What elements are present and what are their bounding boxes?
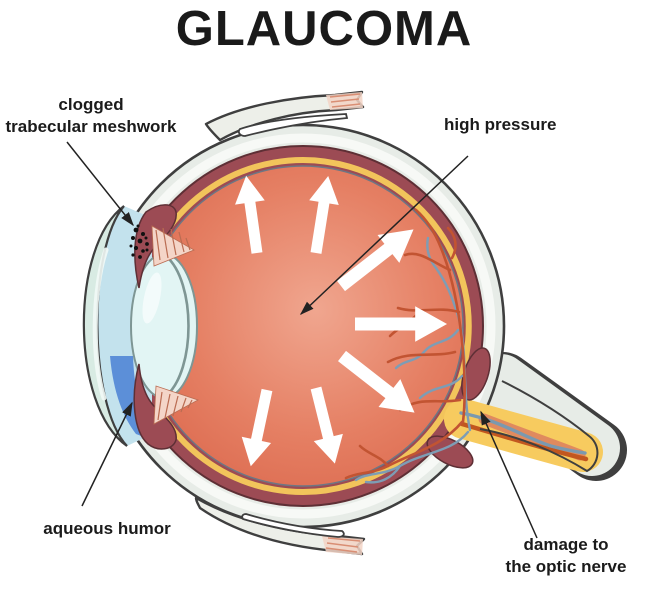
artery-branch	[358, 444, 390, 468]
artery-branch	[403, 252, 452, 272]
retinal-vessels	[344, 208, 472, 484]
optic-nerve-inner-outline	[479, 380, 599, 473]
vein-branch	[422, 328, 460, 354]
zonule-fibers-bottom	[153, 385, 199, 425]
artery-branch	[386, 350, 457, 364]
vein-branch	[418, 374, 464, 400]
extraocular-muscles	[194, 90, 366, 556]
label-high-pressure: high pressure	[444, 114, 584, 136]
zonule-lines	[155, 227, 191, 261]
label-line: trabecular meshwork	[5, 116, 177, 136]
zonule-fibers-top	[151, 225, 195, 267]
label-line: high pressure	[444, 115, 557, 134]
artery-branch	[446, 226, 457, 260]
pointer-aqueous-humor	[81, 401, 133, 507]
zonule-lines	[157, 391, 193, 421]
inferior-muscle-gap	[241, 513, 345, 538]
page-title: GLAUCOMA	[175, 2, 473, 56]
artery-branch	[396, 306, 461, 314]
lens-edge-shade	[165, 255, 190, 397]
anterior-segment	[82, 204, 199, 450]
iris-bottom	[133, 363, 177, 450]
artery-branches	[344, 208, 466, 480]
vein-branch	[426, 236, 438, 270]
superior-muscle-striations	[329, 93, 361, 108]
pointer-high-pressure	[299, 155, 469, 316]
inferior-muscle-striations	[325, 537, 361, 553]
label-line: the optic nerve	[505, 556, 627, 576]
cornea-highlight	[92, 247, 109, 401]
label-damage-optic-nerve: damage to the optic nerve	[486, 534, 646, 578]
central-retinal-artery	[459, 421, 589, 462]
label-line: aqueous humor	[43, 519, 171, 538]
label-aqueous-humor: aqueous humor	[22, 518, 192, 540]
pointer-clogged-meshwork	[66, 141, 134, 227]
retina-layer	[156, 157, 472, 495]
label-pointers	[66, 141, 538, 539]
label-line: damage to	[523, 535, 609, 554]
pointer-damage-optic-nerve	[480, 410, 538, 539]
vein-branch	[364, 464, 402, 484]
superior-muscle-gap	[237, 113, 349, 137]
clogged-meshwork-stipple	[129, 224, 149, 259]
label-clogged-trabecular-meshwork: clogged trabecular meshwork	[0, 94, 182, 138]
label-line: clogged	[58, 95, 124, 114]
artery-branch	[414, 208, 466, 424]
lens-highlight	[142, 272, 162, 324]
